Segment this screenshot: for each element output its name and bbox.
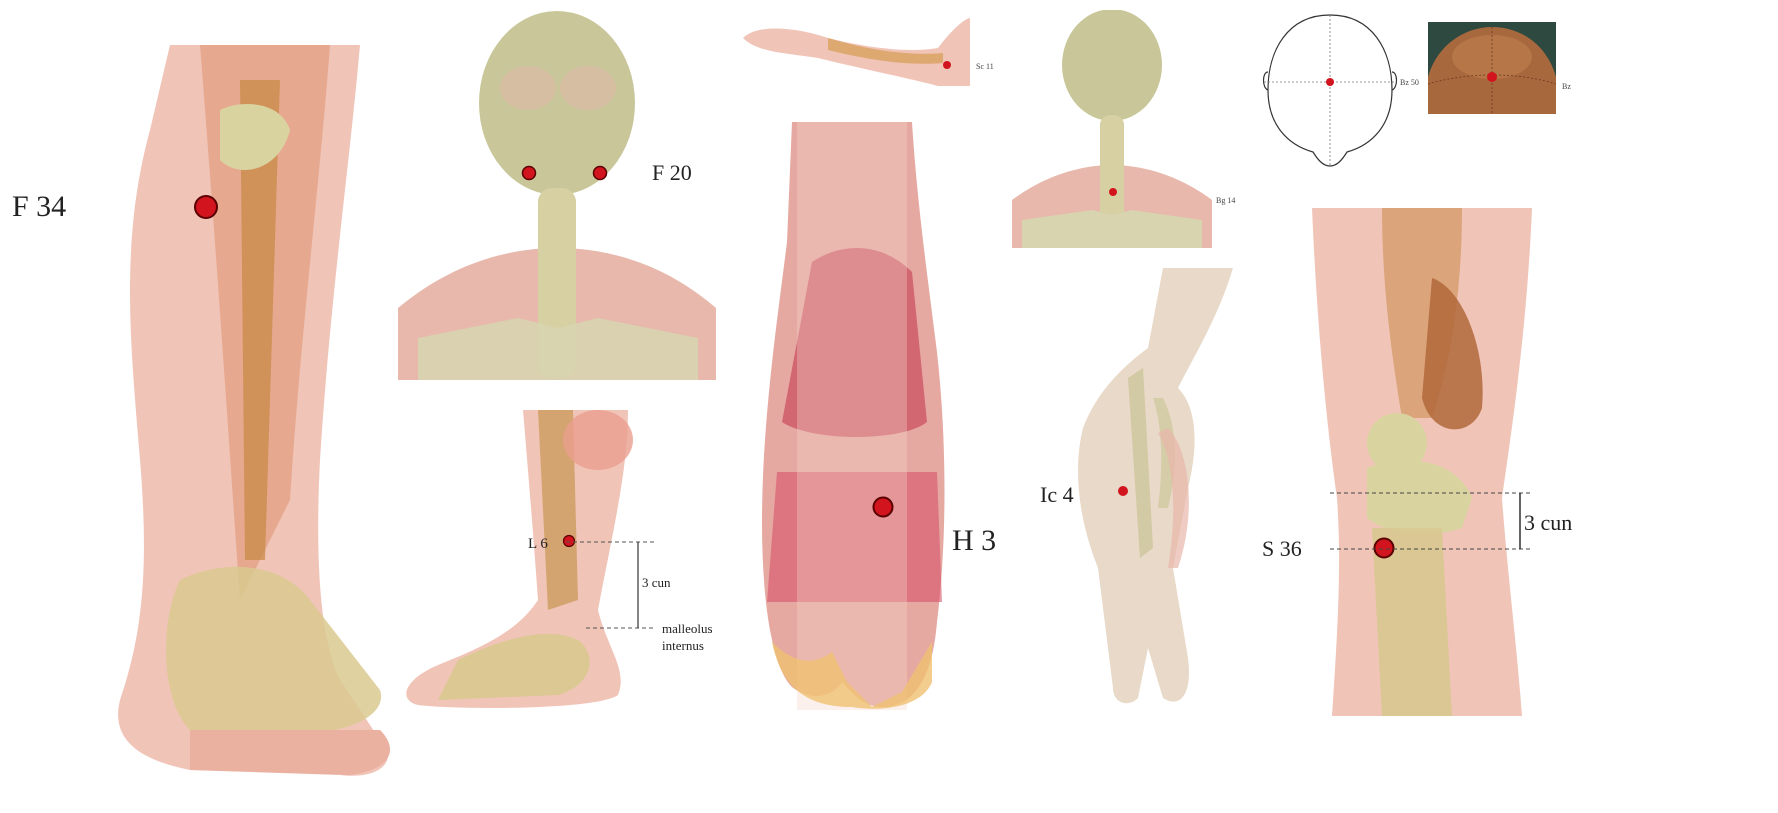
head-back-panel [398,8,716,380]
head-top-diagram-panel [1262,10,1398,168]
head-back-illustration [398,8,716,380]
neck-back-illustration [1012,10,1212,248]
knee-illustration [1312,208,1536,716]
label-s36: S 36 [1262,536,1302,562]
acupoint-marker[interactable] [1486,71,1498,83]
acupoint-marker[interactable] [521,165,537,181]
acupoint-marker[interactable] [193,194,219,220]
label-ic4: Ic 4 [1040,482,1074,508]
label-3cun-knee: 3 cun [1524,510,1572,536]
label-malleolus-1: malleolus [662,620,713,637]
hand-illustration [1068,268,1238,710]
foot-dorsal-panel [752,122,952,710]
forearm-illustration [738,8,970,86]
label-f34: F 34 [12,190,66,224]
acupoint-marker[interactable] [1108,187,1118,197]
leg-lateral-illustration [80,40,420,800]
measure-bracket-knee [1330,488,1530,554]
acupoint-marker[interactable] [1325,77,1335,87]
label-h3: H 3 [952,524,996,558]
foot-dorsal-illustration [752,122,952,710]
label-neck-tag: Bg 14 [1216,196,1235,205]
head-top-diagram [1262,10,1398,168]
label-l6: L 6 [528,536,548,553]
knee-panel [1312,208,1536,716]
hand-panel [1068,268,1238,710]
label-3cun-ankle: 3 cun [642,574,671,591]
neck-back-panel [1012,10,1212,248]
leg-lateral-panel [80,40,420,800]
acupoint-marker[interactable] [1117,485,1129,497]
label-photo-tag: Bz [1562,82,1571,91]
label-head-tag: Bz 50 [1400,78,1419,87]
acupoint-marker[interactable] [592,165,608,181]
acupoint-marker[interactable] [942,60,952,70]
forearm-panel [738,8,970,86]
scalp-photo-panel [1428,22,1556,114]
label-arm-tag: Sc 11 [976,62,994,71]
label-malleolus-2: internus [662,637,704,654]
acupoint-marker[interactable] [872,496,894,518]
label-f20: F 20 [652,160,692,186]
scalp-photo [1428,22,1556,114]
